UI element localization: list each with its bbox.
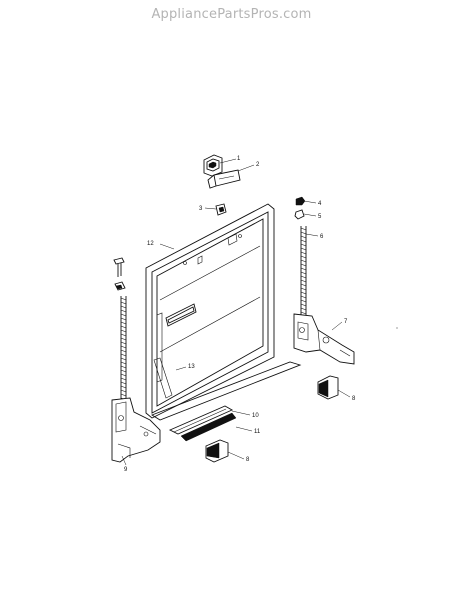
latch-assembly <box>203 154 241 189</box>
bottom-vent-strip <box>168 405 237 442</box>
callout-2: 2 <box>256 162 260 168</box>
left-door-spring <box>120 296 127 404</box>
callout-8-bottom: 8 <box>246 457 250 463</box>
callout-1: 1 <box>237 156 241 162</box>
callout-11: 11 <box>254 429 261 435</box>
callout-13: 13 <box>188 364 195 370</box>
left-hinge-bracket <box>111 397 161 463</box>
callout-10: 10 <box>252 413 259 419</box>
callout-5: 5 <box>318 214 322 220</box>
outer-door-panel <box>145 203 275 419</box>
callout-labels: 1 2 3 4 5 6 7 8 9 10 11 8 12 13 <box>124 156 356 473</box>
callout-7: 7 <box>344 319 348 325</box>
callout-12: 12 <box>147 241 154 247</box>
hinge-cap-parts <box>294 196 306 220</box>
right-hinge-bracket <box>293 313 355 365</box>
callout-4: 4 <box>318 201 322 207</box>
stray-dot <box>396 327 398 329</box>
lower-door-rail <box>150 361 302 421</box>
callout-8-right: 8 <box>352 396 356 402</box>
callout-6: 6 <box>320 234 324 240</box>
callout-leaders <box>121 158 351 466</box>
right-end-cap <box>317 375 339 400</box>
clip-part <box>215 203 227 216</box>
left-bolt <box>113 257 125 277</box>
callout-3: 3 <box>199 206 203 212</box>
left-small-clip <box>114 281 126 291</box>
watermark-text: AppliancePartsPros.com <box>151 7 312 22</box>
bottom-end-cap <box>205 439 229 463</box>
callout-9: 9 <box>124 467 128 473</box>
